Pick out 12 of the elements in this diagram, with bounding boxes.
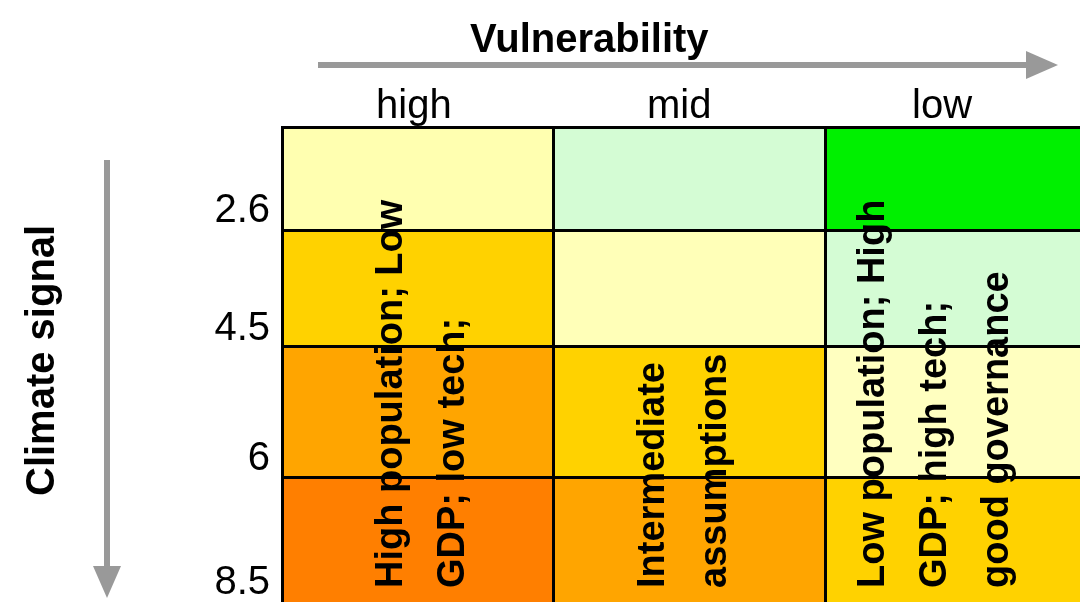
row-label: 8.5 [214,560,270,600]
column-label: mid [647,84,712,124]
axis-title: Vulnerability [470,18,709,58]
heatmap-cell [552,126,827,232]
heatmap-cell [552,229,827,348]
row-label: 4.5 [214,306,270,346]
row-label: 2.6 [214,188,270,228]
row-label: 6 [247,436,270,476]
scenario-label: Intermediate assumptions [629,352,735,588]
axis-title: Climate signal [18,223,62,498]
column-label: low [912,84,973,124]
column-label: high [376,84,452,124]
